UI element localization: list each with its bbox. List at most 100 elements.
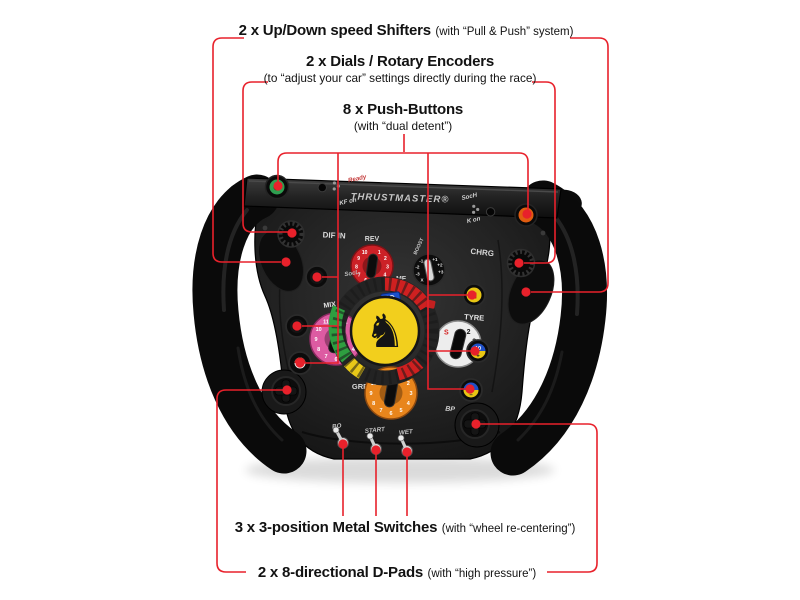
panel-button-right bbox=[485, 207, 496, 217]
callout-line-shifters-right bbox=[531, 37, 609, 293]
wet-label: WET bbox=[399, 428, 415, 437]
ferrari-horse-icon: ♞ bbox=[364, 305, 405, 357]
callout-line-encoders-right bbox=[524, 81, 556, 264]
label-shifters-bold: 2 x Up/Down speed Shifters bbox=[238, 22, 432, 39]
callout-dot-plus10 bbox=[470, 346, 480, 356]
dial-number: 9 bbox=[357, 256, 360, 262]
tyre-label: TYRE bbox=[464, 312, 485, 322]
callout-dots bbox=[273, 181, 532, 457]
dial-number: -3 bbox=[416, 272, 421, 277]
dial-number: 5 bbox=[399, 408, 402, 414]
callout-line-dpad-right bbox=[480, 423, 598, 573]
label-encoders-note: (to “adjust your car” settings directly … bbox=[263, 71, 537, 85]
callout-dot-orange-button bbox=[522, 209, 532, 219]
callout-lines bbox=[212, 37, 609, 573]
label-dpads-note: (with “high pressure”) bbox=[427, 568, 537, 580]
callout-line-encoders-left bbox=[242, 81, 288, 233]
callout-dot-right-shifter bbox=[521, 287, 531, 297]
dial-number: 6 bbox=[334, 357, 337, 363]
dial-number: -2 bbox=[415, 265, 420, 270]
label-push-buttons: 8 x Push-Buttons bbox=[343, 101, 463, 119]
ferrari-badge bbox=[349, 295, 421, 367]
callout-dot-green-button bbox=[273, 181, 283, 191]
brand-logo: THRUSTMASTER® bbox=[351, 191, 450, 205]
label-push-buttons-note: (with “dual detent”) bbox=[353, 119, 453, 133]
hub-ring-red-segment-2 bbox=[396, 357, 424, 381]
dial-number: -1 bbox=[419, 258, 424, 263]
callout-dot-wet bbox=[402, 447, 412, 457]
callout-dot-chrg bbox=[514, 258, 524, 268]
svg-text:–: – bbox=[469, 393, 473, 399]
label-switches-bold: 3 x 3-position Metal Switches bbox=[234, 519, 438, 536]
screw bbox=[262, 225, 268, 231]
dial-number: 3 bbox=[409, 391, 412, 397]
svg-text:+: + bbox=[476, 354, 480, 360]
callout-dot-dpad-left bbox=[282, 385, 292, 395]
chrg-label: CHRG bbox=[470, 247, 494, 258]
dial-number: 10 bbox=[362, 250, 368, 256]
dial-number: 11 bbox=[323, 320, 329, 326]
wheel-shadow bbox=[245, 457, 555, 483]
callout-dot-tw bbox=[295, 358, 305, 368]
dial-number: 2 bbox=[407, 381, 410, 387]
led-cluster-right bbox=[471, 204, 480, 214]
label-switches-note: (with “wheel re-centering”) bbox=[441, 523, 576, 535]
dial-number: 7 bbox=[358, 273, 361, 279]
label-shifters-note: (with “Pull & Push” system) bbox=[435, 26, 574, 38]
callout-dot-start bbox=[371, 445, 381, 455]
dial-number: 9 bbox=[314, 337, 317, 343]
boost-dial: BOOST +1+2+3X-3-2-1 bbox=[412, 237, 446, 287]
label-encoders: 2 x Dials / Rotary Encoders bbox=[306, 53, 494, 71]
callout-dot-pit bbox=[292, 321, 302, 331]
callout-line-push-buttons-right-drop bbox=[427, 153, 471, 390]
dial-number: 9 bbox=[369, 391, 372, 397]
panel-ready-label: Ready bbox=[347, 173, 367, 184]
bo-label: BO bbox=[332, 422, 342, 430]
dial-number: +2 bbox=[437, 263, 443, 268]
socl-label: SocL bbox=[344, 270, 360, 279]
dial-number: 4 bbox=[384, 273, 387, 279]
dial-number: 3 bbox=[386, 264, 389, 270]
left-grip bbox=[192, 174, 307, 474]
top-panel-bevel bbox=[248, 180, 559, 193]
callout-line-push-buttons-left-drop bbox=[302, 153, 339, 364]
dial-number: X bbox=[421, 277, 425, 282]
dial-number: 8 bbox=[317, 347, 320, 353]
mix-label: MIX bbox=[323, 301, 337, 310]
dial-number: S bbox=[444, 330, 449, 337]
dial-number: 4 bbox=[407, 401, 411, 407]
panel-button-left bbox=[317, 182, 327, 193]
dial-number: 8 bbox=[372, 401, 375, 407]
callout-dot-n-right bbox=[467, 290, 477, 300]
callout-bracket-push-buttons bbox=[277, 152, 529, 211]
dial-number: 7 bbox=[324, 354, 327, 360]
panel-k-on-label: K on bbox=[466, 215, 481, 225]
dif-in-label: DIF IN bbox=[322, 230, 346, 240]
dial-number: +3 bbox=[438, 270, 444, 275]
callout-dot-bo bbox=[338, 439, 348, 449]
panel-soch-label: SocH bbox=[461, 192, 478, 202]
center-hub: DD ♞ bbox=[328, 276, 440, 386]
panel-kf-on-label: KF on bbox=[339, 196, 358, 207]
label-push-buttons-bold: 8 x Push-Buttons bbox=[342, 101, 464, 118]
callout-dot-n-left bbox=[312, 272, 322, 282]
dial-number: 6 bbox=[389, 411, 392, 417]
callout-dot-minus1 bbox=[465, 384, 475, 394]
dial-number: 4 bbox=[352, 347, 356, 353]
callout-dot-dpad-right bbox=[471, 419, 481, 429]
dial-number: 2 bbox=[384, 256, 387, 262]
dial-number: +1 bbox=[432, 257, 438, 262]
callout-line-shifters-left bbox=[212, 37, 281, 263]
dial-number: 2 bbox=[467, 329, 471, 336]
callout-line-dpad-left bbox=[216, 389, 283, 573]
hub-gear-teeth bbox=[331, 277, 439, 385]
start-label: START bbox=[365, 426, 387, 435]
dial-number: 7 bbox=[379, 408, 382, 414]
label-dpads: 2 x 8-directional D-Pads (with “high pre… bbox=[258, 564, 536, 582]
callout-dot-dif-in bbox=[287, 228, 297, 238]
dial-number: 1 bbox=[378, 250, 381, 256]
label-dpads-bold: 2 x 8-directional D-Pads bbox=[257, 564, 424, 581]
dial-number: 8 bbox=[355, 264, 358, 270]
label-switches: 3 x 3-position Metal Switches (with “whe… bbox=[235, 519, 576, 537]
